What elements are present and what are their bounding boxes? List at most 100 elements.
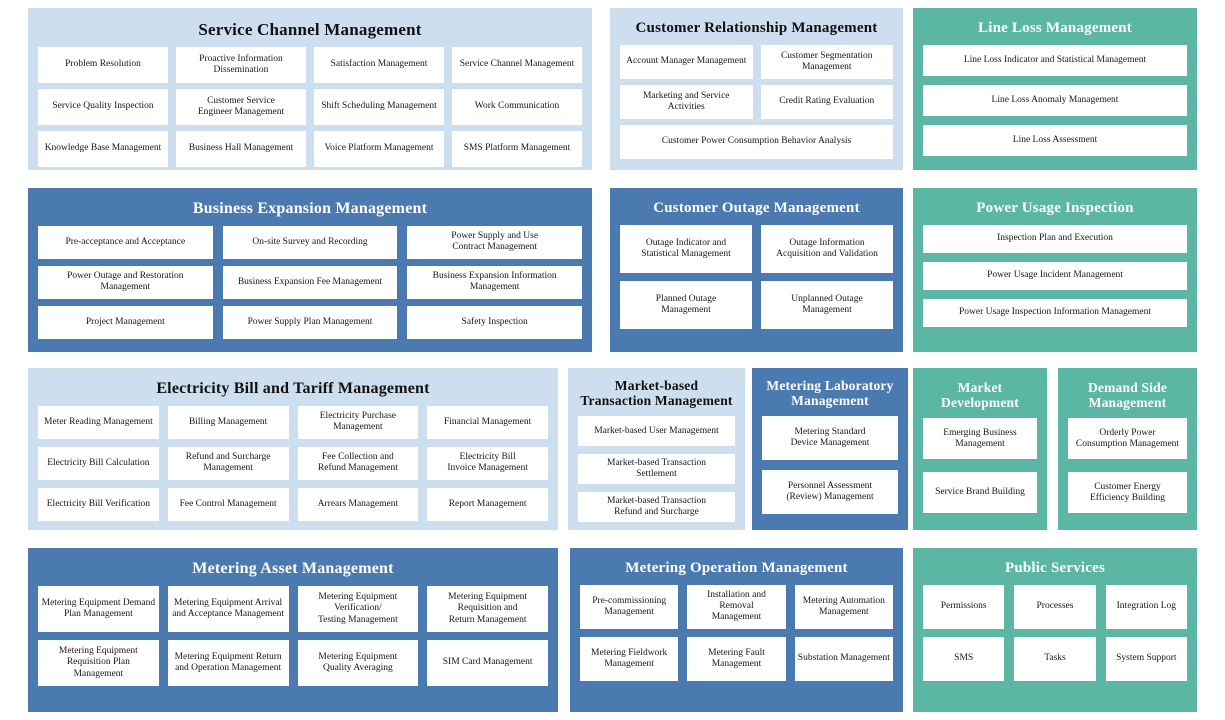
capability-item[interactable]: Problem Resolution (38, 47, 168, 84)
capability-item[interactable]: Planned Outage Management (620, 280, 752, 329)
capability-item[interactable]: Substation Management (794, 636, 893, 681)
capability-item[interactable]: Metering Equipment Return and Operation … (167, 639, 289, 686)
panel-metering-asset-management[interactable]: Metering Asset Management Metering Equip… (28, 548, 558, 712)
capability-item[interactable]: Service Quality Inspection (38, 89, 168, 126)
capability-item[interactable]: Market-based Transaction Settlement (578, 454, 735, 485)
panel-title: Power Usage Inspection (976, 200, 1134, 216)
capability-item[interactable]: Tasks (1014, 636, 1096, 681)
capability-item[interactable]: SIM Card Management (427, 639, 548, 686)
capability-item[interactable]: Line Loss Anomaly Management (923, 84, 1187, 116)
capability-item[interactable]: Metering Automation Management (794, 584, 893, 629)
capability-item[interactable]: Metering Equipment Demand Plan Managemen… (38, 585, 159, 632)
capability-item[interactable]: Safety Inspection (407, 305, 582, 339)
capability-item[interactable]: Permissions (923, 584, 1005, 629)
capability-item[interactable]: Billing Management (167, 405, 289, 439)
capability-item[interactable]: On-site Survey and Recording (222, 225, 398, 259)
capability-item[interactable]: Power Supply Plan Management (222, 305, 398, 339)
capability-item[interactable]: Service Channel Management (452, 47, 582, 84)
capability-item[interactable]: Metering Equipment Quality Averaging (297, 639, 419, 686)
capability-item[interactable]: Outage Indicator and Statistical Managem… (620, 224, 752, 273)
capability-item[interactable]: Proactive Information Dissemination (176, 47, 306, 84)
capability-item[interactable]: Metering Equipment Requisition and Retur… (427, 585, 548, 632)
capability-item[interactable]: Power Usage Incident Management (923, 261, 1187, 290)
panel-service-channel-management[interactable]: Service Channel Management Problem Resol… (28, 8, 592, 170)
panel-metering-laboratory-management[interactable]: Metering Laboratory Management Metering … (752, 368, 908, 530)
capability-item[interactable]: Service Brand Building (923, 472, 1037, 514)
panel-public-services[interactable]: Public Services Permissions Processes In… (913, 548, 1197, 712)
capability-item[interactable]: Work Communication (452, 89, 582, 126)
capability-item[interactable]: Electricity Purchase Management (297, 405, 419, 439)
capability-item[interactable]: Processes (1014, 584, 1096, 629)
panel-business-expansion-management[interactable]: Business Expansion Management Pre-accept… (28, 188, 592, 352)
panel-market-development[interactable]: Market Development Emerging Business Man… (913, 368, 1047, 530)
capability-item[interactable]: Customer Segmentation Management (760, 44, 893, 79)
capability-item[interactable]: Personnel Assessment (Review) Management (762, 470, 898, 515)
panel-items: Inspection Plan and Execution Power Usag… (923, 224, 1187, 342)
capability-item[interactable]: Customer Power Consumption Behavior Anal… (620, 124, 893, 159)
capability-item[interactable]: Business Hall Management (176, 131, 306, 168)
capability-item[interactable]: Electricity Bill Verification (38, 487, 159, 521)
panel-electricity-bill-and-tariff-management[interactable]: Electricity Bill and Tariff Management M… (28, 368, 558, 530)
panel-title: Metering Asset Management (192, 560, 394, 577)
capability-item[interactable]: Pre-commissioning Management (580, 584, 679, 629)
capability-item[interactable]: Customer Service Engineer Management (176, 89, 306, 126)
capability-item[interactable]: Line Loss Indicator and Statistical Mana… (923, 44, 1187, 76)
capability-item[interactable]: Credit Rating Evaluation (760, 84, 893, 119)
panel-title: Electricity Bill and Tariff Management (156, 380, 430, 397)
capability-item[interactable]: Financial Management (427, 405, 548, 439)
capability-item[interactable]: Project Management (38, 305, 213, 339)
capability-item[interactable]: Metering Equipment Requisition Plan Mana… (38, 639, 159, 686)
capability-item[interactable]: Report Management (427, 487, 548, 521)
capability-item[interactable]: Market-based Transaction Refund and Surc… (578, 492, 735, 523)
capability-item[interactable]: Power Usage Inspection Information Manag… (923, 298, 1187, 327)
capability-item[interactable]: SMS (923, 636, 1005, 681)
capability-item[interactable]: Account Manager Management (620, 44, 753, 79)
capability-item[interactable]: Arrears Management (297, 487, 419, 521)
capability-item[interactable]: Satisfaction Management (314, 47, 444, 84)
panel-title: Public Services (1004, 560, 1106, 576)
capability-item[interactable]: Electricity Bill Invoice Management (427, 446, 548, 480)
panel-metering-operation-management[interactable]: Metering Operation Management Pre-commis… (570, 548, 903, 712)
capability-item[interactable]: Integration Log (1105, 584, 1187, 629)
capability-item[interactable]: Fee Control Management (167, 487, 289, 521)
panel-items: Account Manager Management Customer Segm… (620, 44, 893, 160)
capability-item[interactable]: Customer Energy Efficiency Building (1068, 472, 1187, 514)
capability-item[interactable]: Knowledge Base Management (38, 131, 168, 168)
capability-item[interactable]: Inspection Plan and Execution (923, 224, 1187, 253)
capability-item[interactable]: Business Expansion Information Managemen… (407, 265, 582, 299)
panel-power-usage-inspection[interactable]: Power Usage Inspection Inspection Plan a… (913, 188, 1197, 352)
capability-item[interactable]: Refund and Surcharge Management (167, 446, 289, 480)
capability-item[interactable]: Market-based User Management (578, 416, 735, 447)
capability-item[interactable]: System Support (1105, 636, 1187, 681)
panel-market-based-transaction-management[interactable]: Market-based Transaction Management Mark… (568, 368, 745, 530)
panel-customer-outage-management[interactable]: Customer Outage Management Outage Indica… (610, 188, 903, 352)
capability-item[interactable]: Power Supply and Use Contract Management (407, 225, 582, 259)
capability-item[interactable]: Electricity Bill Calculation (38, 446, 159, 480)
panel-customer-relationship-management[interactable]: Customer Relationship Management Account… (610, 8, 903, 170)
capability-item[interactable]: Shift Scheduling Management (314, 89, 444, 126)
capability-item[interactable]: Metering Equipment Verification/ Testing… (297, 585, 419, 632)
capability-item[interactable]: Emerging Business Management (923, 418, 1037, 460)
panel-demand-side-management[interactable]: Demand Side Management Orderly Power Con… (1058, 368, 1197, 530)
capability-item[interactable]: Outage Information Acquisition and Valid… (761, 224, 893, 273)
capability-item[interactable]: Metering Equipment Arrival and Acceptanc… (167, 585, 289, 632)
panel-items: Outage Indicator and Statistical Managem… (620, 224, 893, 342)
capability-item[interactable]: Line Loss Assessment (923, 124, 1187, 156)
panel-title: Customer Outage Management (653, 200, 860, 216)
capability-item[interactable]: Voice Platform Management (314, 131, 444, 168)
capability-item[interactable]: Pre-acceptance and Acceptance (38, 225, 213, 259)
capability-item[interactable]: Meter Reading Management (38, 405, 159, 439)
capability-item[interactable]: Orderly Power Consumption Management (1068, 418, 1187, 460)
capability-item[interactable]: SMS Platform Management (452, 131, 582, 168)
capability-item[interactable]: Installation and Removal Management (687, 584, 786, 629)
capability-item[interactable]: Fee Collection and Refund Management (297, 446, 419, 480)
panel-line-loss-management[interactable]: Line Loss Management Line Loss Indicator… (913, 8, 1197, 170)
capability-item[interactable]: Marketing and Service Activities (620, 84, 753, 119)
capability-item[interactable]: Power Outage and Restoration Management (38, 265, 213, 299)
panel-items: Permissions Processes Integration Log SM… (923, 584, 1187, 702)
capability-item[interactable]: Business Expansion Fee Management (222, 265, 398, 299)
capability-item[interactable]: Metering Standard Device Management (762, 416, 898, 461)
capability-item[interactable]: Metering Fault Management (687, 636, 786, 681)
capability-item[interactable]: Metering Fieldwork Management (580, 636, 679, 681)
capability-item[interactable]: Unplanned Outage Management (761, 280, 893, 329)
